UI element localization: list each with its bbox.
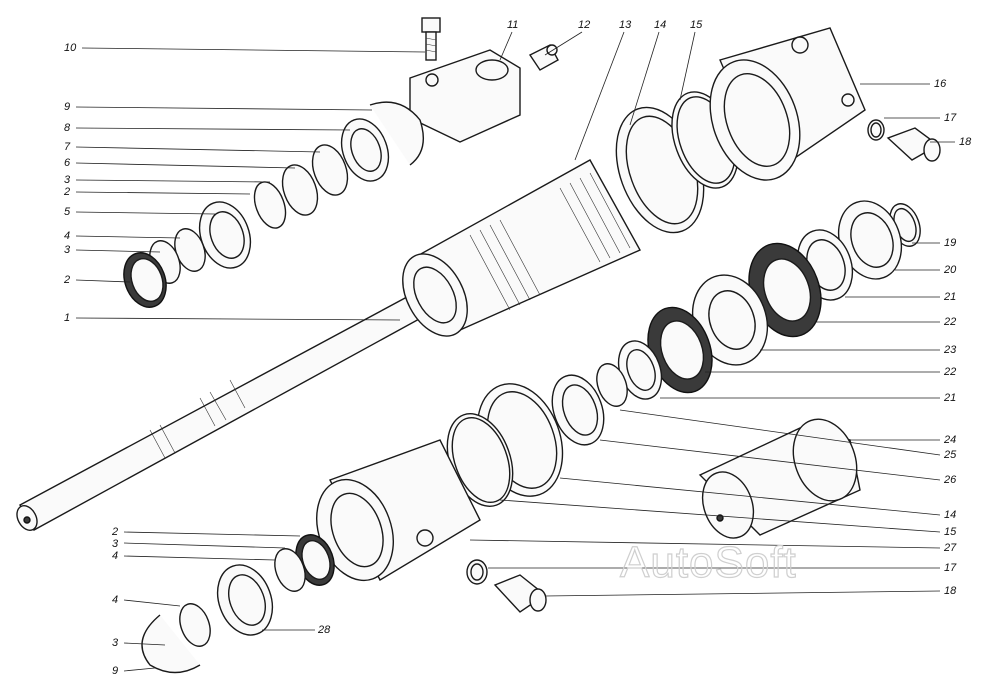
bolt-part-10 (421, 17, 441, 61)
label-26: 26 (943, 474, 957, 486)
label-3-top: 3 (64, 174, 71, 186)
label-25: 25 (943, 449, 957, 461)
grease-nipple-part-12 (528, 44, 559, 71)
felt-ring-part-22-top (748, 242, 822, 338)
label-14-top: 14 (654, 19, 666, 31)
label-9-top: 9 (64, 101, 70, 113)
label-3-lower: 3 (112, 538, 119, 550)
ring-part-25 (596, 363, 628, 407)
label-2-top: 2 (63, 186, 70, 198)
label-14-bottom: 14 (944, 509, 956, 521)
ring-part-3-top (253, 181, 287, 229)
leader-lines (75, 31, 955, 672)
label-12: 12 (578, 19, 590, 31)
fitting-part-18-top (886, 127, 941, 162)
label-20: 20 (943, 264, 957, 276)
ring-part-9-top (369, 101, 424, 166)
ring-part-2-top (123, 252, 167, 308)
label-24: 24 (943, 434, 956, 446)
label-8: 8 (64, 122, 71, 134)
label-16: 16 (934, 78, 947, 90)
ring-part-3-lower (274, 548, 306, 592)
ring-part-15-bottom (446, 413, 514, 507)
label-4-top: 4 (64, 230, 70, 242)
ring-part-20 (837, 200, 903, 280)
seal-part-17-bottom (466, 559, 488, 585)
label-4-lower: 4 (112, 550, 118, 562)
label-21-bottom: 21 (943, 392, 956, 404)
bracket-part-11 (409, 49, 521, 143)
housing-part-16 (709, 27, 866, 181)
label-23: 23 (943, 344, 957, 356)
label-2-upper: 2 (63, 274, 70, 286)
label-21-top: 21 (943, 291, 956, 303)
ring-part-7 (311, 144, 349, 196)
label-2-lower: 2 (111, 526, 118, 538)
label-15-top: 15 (690, 19, 703, 31)
seal-part-17-top (867, 119, 885, 141)
label-18-top: 18 (959, 136, 972, 148)
label-3-upper: 3 (64, 244, 71, 256)
label-9-bottom: 9 (112, 665, 118, 677)
label-5: 5 (64, 206, 71, 218)
label-17-bottom: 17 (944, 562, 957, 574)
bearing-part-23 (691, 274, 769, 366)
watermark-text: AutoSoft (620, 538, 797, 587)
label-6: 6 (64, 157, 71, 169)
ring-part-26 (551, 374, 605, 446)
label-18-bottom: 18 (944, 585, 957, 597)
label-1: 1 (64, 312, 70, 324)
part-labels: 10 11 12 13 14 15 16 9 8 7 6 3 2 5 4 3 2… (63, 19, 972, 677)
label-3-bottom: 3 (112, 637, 119, 649)
ring-part-4-bottom (179, 603, 211, 647)
label-4-bottom: 4 (112, 594, 118, 606)
label-10: 10 (64, 42, 77, 54)
ring-part-6 (281, 164, 319, 216)
label-7: 7 (64, 141, 71, 153)
label-13: 13 (619, 19, 632, 31)
label-15-bottom: 15 (944, 526, 957, 538)
fitting-part-18-bottom (493, 574, 547, 613)
ring-part-21-bottom (617, 340, 663, 400)
bushing-part-28 (216, 564, 274, 636)
bushing-part-5 (198, 201, 252, 269)
ring-part-8 (340, 118, 390, 182)
label-11: 11 (507, 19, 518, 31)
threaded-tube-part-13 (402, 159, 641, 337)
sleeve-part-24 (698, 418, 861, 539)
label-22-top: 22 (943, 316, 956, 328)
label-28: 28 (317, 624, 331, 636)
label-17-top: 17 (944, 112, 957, 124)
label-19: 19 (944, 237, 956, 249)
housing-part-27 (316, 439, 481, 582)
label-22-bottom: 22 (943, 366, 956, 378)
label-27: 27 (943, 542, 957, 554)
felt-ring-part-22-bottom (647, 306, 713, 394)
ring-part-9-bottom (141, 614, 201, 674)
